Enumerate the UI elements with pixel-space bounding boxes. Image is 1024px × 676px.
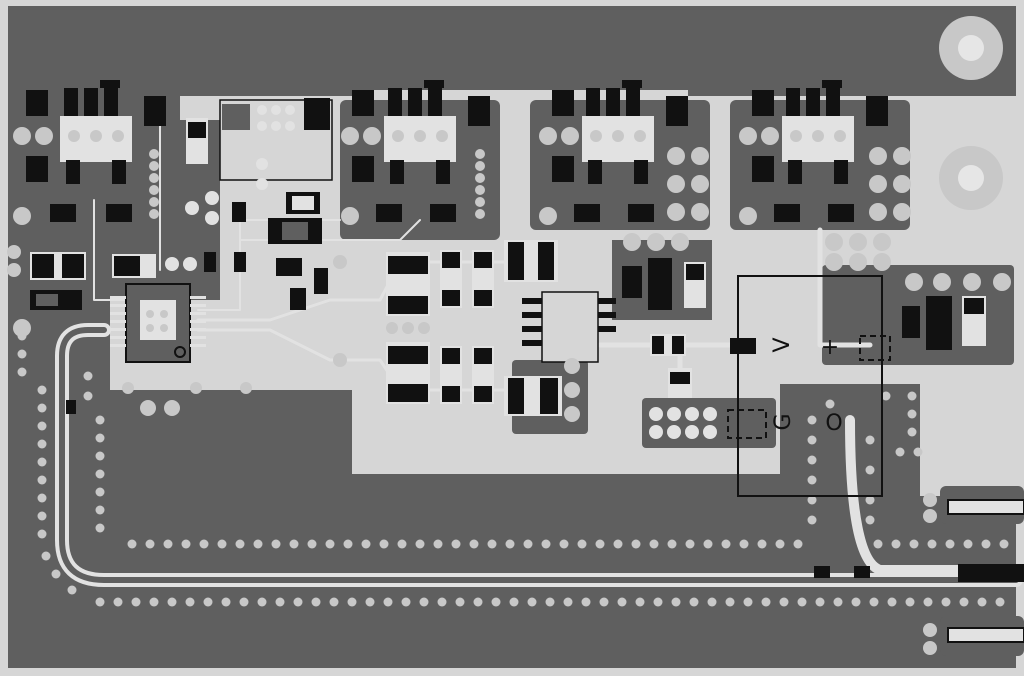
shield-outline [737, 275, 883, 497]
via-row-lower [95, 597, 1005, 607]
microcontroller-ic [110, 283, 206, 363]
control-area [165, 98, 347, 367]
via-column-right [807, 391, 923, 525]
connector-pour [642, 398, 776, 448]
edge-connector [814, 486, 1024, 656]
mounting-holes [939, 16, 1003, 210]
mixer-ic [541, 291, 599, 363]
ground-pad-outline [727, 409, 767, 439]
supply-trace [817, 227, 873, 348]
silkscreen-labels: V + G O [770, 335, 843, 436]
transistor-channel-1 [13, 80, 166, 225]
top-ground-pour [8, 6, 1016, 96]
supply-pad-outline [859, 335, 891, 361]
via-row-upper [127, 539, 1009, 549]
regulator-outline [219, 99, 333, 181]
transistor-channel-2 [341, 80, 490, 225]
rf-trace-inner [59, 327, 1019, 583]
signal-trace-3 [93, 199, 131, 301]
left-components [7, 245, 252, 416]
via-column-left-inner [83, 371, 105, 533]
left-ground-pour [8, 96, 1016, 668]
via-column-left-outer [17, 331, 77, 595]
g-label: G [771, 413, 796, 430]
transistor-channel-4 [739, 80, 911, 271]
via-fence [17, 331, 1009, 607]
filter-section [386, 240, 706, 422]
v-label: V [770, 337, 795, 352]
plus-label: + [821, 335, 839, 360]
transistor-channel-3 [539, 80, 709, 251]
output-section [649, 273, 1011, 497]
rf-trace-2-outer [845, 415, 1021, 575]
o-label: O [825, 411, 842, 436]
